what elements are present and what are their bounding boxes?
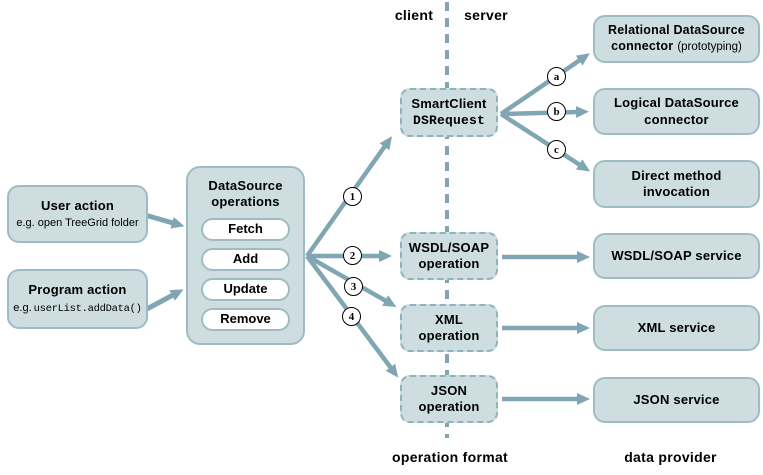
program-action-example: e.g.userList.addData() [13,301,142,316]
arrow-a-to-relational-connector [499,53,590,116]
wsdl-soap-operation-line1: WSDL/SOAP [408,239,490,255]
dsrequest-label: DSRequest [412,112,485,128]
marker-circle-3: 3 [344,277,363,296]
remove-operation-pill: Remove [201,307,290,331]
marker-circle-2: 2 [343,246,362,265]
user-action-title: User action [40,197,114,213]
user-action-example: e.g. open TreeGrid folder [16,216,139,229]
smartclient-label: SmartClient [411,96,487,112]
json-operation-line2: operation [418,399,480,414]
user-action-box: User action e.g. open TreeGrid folder [7,185,148,243]
wsdl-soap-operation-box: WSDL/SOAP operation [400,232,498,280]
arrow-user-action-to-operations [144,212,185,229]
marker-circle-a: a [547,67,566,86]
json-service-box: JSON service [593,377,760,423]
logical-connector-line2: connector [644,111,709,127]
program-action-example-code: userList.addData() [33,302,142,315]
xml-operation-line1: XML [434,311,464,327]
marker-circle-c: c [547,140,566,159]
program-action-title: Program action [28,282,127,298]
server-label: server [464,7,508,23]
json-operation-line1: JSON [430,382,468,398]
operation-format-label: operation format [391,449,509,465]
direct-method-invocation-box: Direct method invocation [593,160,760,208]
wsdl-soap-service-label: WSDL/SOAP service [611,247,742,263]
wsdl-soap-service-box: WSDL/SOAP service [593,233,760,279]
xml-service-box: XML service [593,305,760,351]
smartclient-dsrequest-box: SmartClient DSRequest [400,88,498,137]
xml-operation-line2: operation [418,328,480,343]
arrow-program-action-to-operations [143,289,184,313]
direct-method-line2: invocation [642,184,710,199]
wsdl-soap-operation-line2: operation [418,256,480,271]
datasource-operations-box: DataSource operations Fetch Add Update R… [186,166,305,345]
program-action-example-prefix: e.g. [13,301,32,314]
fetch-operation-pill: Fetch [201,217,290,241]
datasource-operations-title-line1: DataSource [208,178,283,193]
client-label: client [394,7,434,23]
arrow-c-to-direct-method [499,112,591,172]
data-provider-label: data provider [624,449,717,465]
marker-circle-b: b [547,102,566,121]
relational-connector-line1: Relational DataSource [608,23,745,38]
relational-datasource-connector-box: Relational DataSource connector(prototyp… [593,15,760,63]
direct-method-line1: Direct method [631,167,722,183]
program-action-box: Program action e.g.userList.addData() [7,269,148,329]
json-operation-box: JSON operation [400,375,498,423]
relational-connector-line2-bold: connector [611,39,674,53]
datasource-operations-title-line2: operations [211,194,280,210]
logical-datasource-connector-box: Logical DataSource connector [593,88,760,135]
logical-connector-line1: Logical DataSource [614,95,739,111]
relational-connector-line2: connector(prototyping) [611,39,742,55]
xml-service-label: XML service [637,319,716,335]
json-service-label: JSON service [633,391,720,407]
marker-circle-4: 4 [342,307,361,326]
marker-circle-1: 1 [343,187,362,206]
update-operation-pill: Update [201,277,290,301]
relational-connector-prototyping-note: (prototyping) [677,41,742,53]
add-operation-pill: Add [201,247,290,271]
xml-operation-box: XML operation [400,304,498,352]
